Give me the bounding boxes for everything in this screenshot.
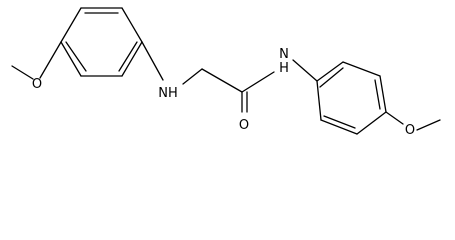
methoxyphenyl-ring-right (316, 61, 387, 135)
carbonyl-oxygen-label: O (239, 118, 249, 133)
methoxyphenyl-ring-left (60, 7, 143, 77)
methoxy-group-left: O (11, 41, 62, 92)
amide-h-label: H (279, 61, 289, 76)
structure-canvas: O NH O N H O (11, 7, 441, 138)
structural-formula: O NH O N H O (11, 7, 441, 138)
ether-oxygen-right: O (405, 123, 415, 138)
ether-oxygen-left: O (32, 77, 42, 92)
amine-nh-label: NH (158, 86, 178, 101)
amide-n-label: N (279, 47, 289, 62)
amine-linker: NH (141, 41, 203, 101)
acetamide-backbone: O N H (201, 47, 318, 133)
methoxy-group-right: O (385, 111, 441, 138)
